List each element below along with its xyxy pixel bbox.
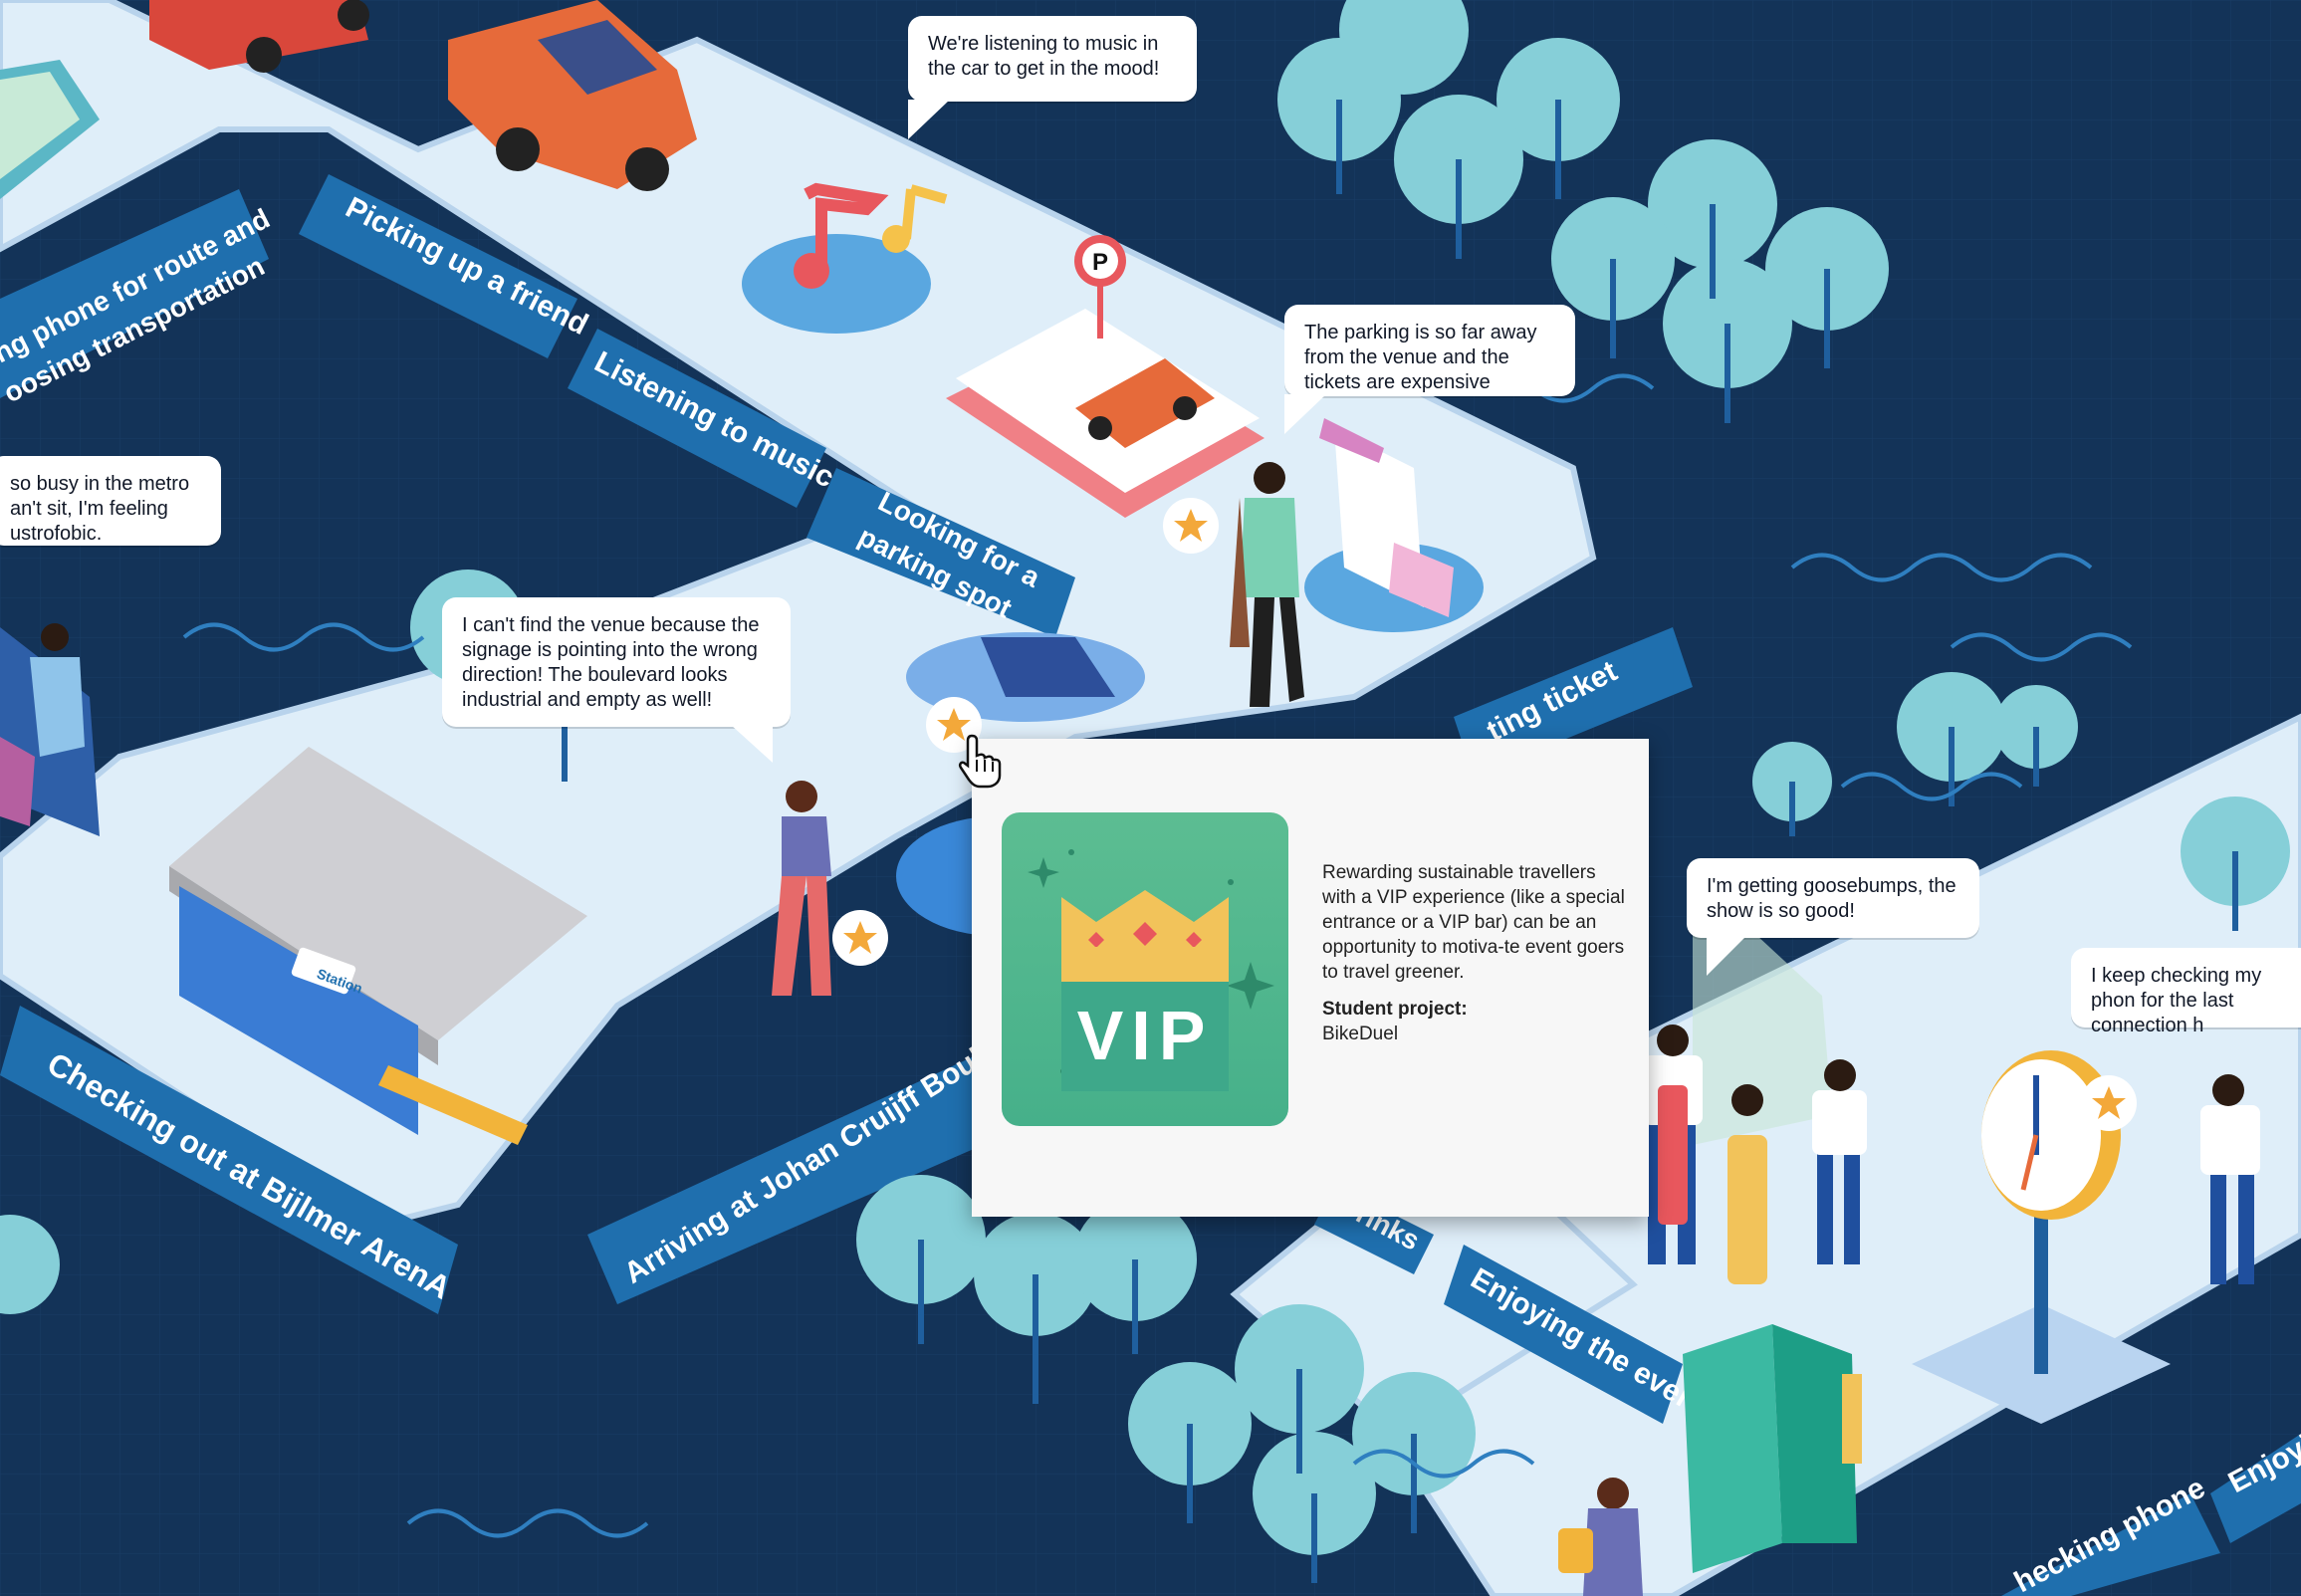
speech-bubble-connection: I keep checking my phon for the last con… [2071,948,2301,1036]
lockers [1683,1324,1862,1573]
star-icon [1174,509,1208,542]
car-orange [448,0,697,191]
speech-bubble-music: We're listening to music in the car to g… [908,16,1197,139]
vip-label: VIP [1077,997,1214,1074]
speech-bubble-venue: I can't find the venue because the signa… [442,597,791,763]
popup-text: Rewarding sustainable travellers with a … [1322,860,1631,1046]
speech-bubble-parking: The parking is so far away from the venu… [1284,305,1575,434]
stage-banners [0,174,2301,1596]
info-popup: VIP Rewarding sustainable travellers wit… [972,739,1649,1217]
vip-illustration: VIP [1002,812,1288,1126]
speech-bubble-goosebumps: I'm getting goosebumps, the show is so g… [1687,858,1979,976]
crown-icon: VIP [1028,849,1274,1091]
popup-student-label: Student project: [1322,999,1468,1020]
star-icons [832,498,2137,1131]
star-icon [843,921,877,954]
metro-passengers [0,623,100,836]
person-bottom [1558,1478,1643,1596]
car-top [149,0,369,73]
station-building: Station [169,747,587,1145]
map-board [0,60,100,199]
music-note-icon [742,182,948,334]
parking-lot: P [946,235,1265,518]
star-icon [937,708,971,741]
popup-description: Rewarding sustainable travellers with a … [1322,862,1625,983]
popup-project-name: BikeDuel [1322,1024,1399,1044]
parking-sign-icon: P [1092,249,1108,276]
ticket-illustration [1304,418,1484,632]
hand-cursor-icon [958,734,1002,789]
concert-crowd [1643,876,2260,1284]
speech-bubble-metro: so busy in the metro an't sit, I'm feeli… [0,456,221,546]
star-icon [2092,1086,2126,1119]
person-parking [1230,462,1304,707]
person-walking [772,781,831,996]
waves [182,373,2133,1538]
